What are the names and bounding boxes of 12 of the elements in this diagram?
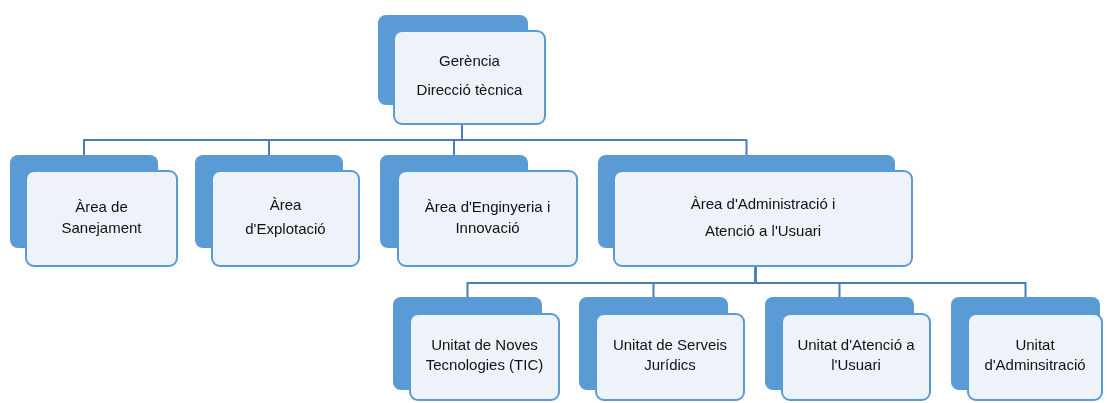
node-label: Àrea d'Administració i Atenció a l'Usuari [689,193,837,241]
node-label: Direcció tècnica [416,79,523,100]
node-label: Unitat d'Adminsitració [983,334,1087,375]
node-label: Unitat de Serveis Jurídics [611,334,729,375]
connector-line [461,124,748,156]
node-label: Àrea de Sanejament [60,196,143,238]
node-label: Àrea d'Enginyeria i Innovació [423,196,552,238]
node-label: Unitat d'Atenció a l'Usuari [796,334,916,375]
node-label: Unitat de Noves Tecnologies (TIC) [424,334,545,375]
node-label: Àrea d'Explotació [244,194,327,239]
connector-line [754,266,1027,298]
node-label: Gerència [439,51,500,71]
